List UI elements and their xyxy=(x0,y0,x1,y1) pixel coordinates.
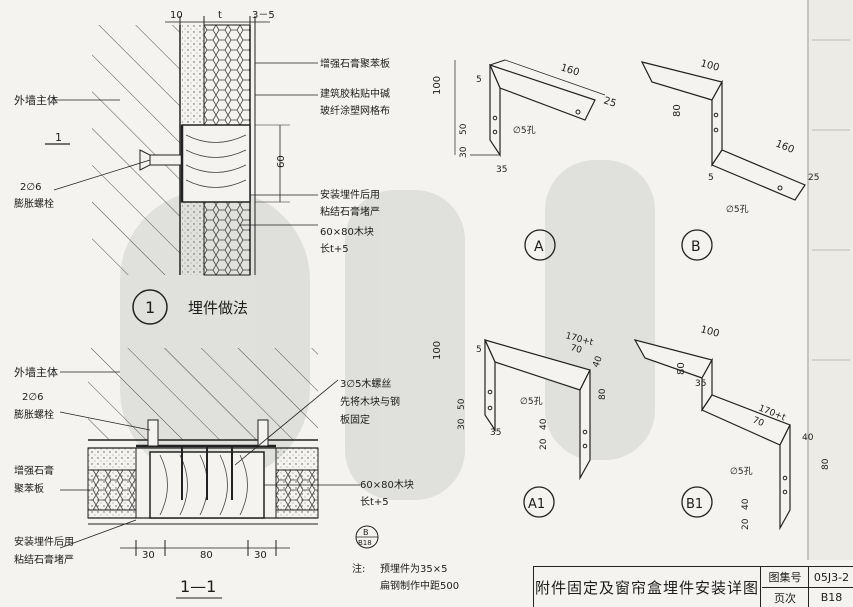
a1-dim-50: 50 xyxy=(457,398,467,410)
title-block: 附件固定及窗帘盒埋件安装详图 图集号 05J3-2 页次 B18 xyxy=(533,566,853,607)
page-number: B18 xyxy=(820,591,843,604)
b1-dim-40b: 40 xyxy=(741,498,751,510)
dim-10: 10 xyxy=(170,10,183,21)
section-1-1: 30 80 30 外墙主体 2∅6 膨胀螺栓 增强石膏 聚苯板 安装埋件后用 粘… xyxy=(14,348,459,599)
part-b-label: B xyxy=(691,239,701,255)
atlas-number: 05J3-2 xyxy=(809,567,853,588)
b-dim-160: 160 xyxy=(774,139,796,156)
page-label: 页次 xyxy=(762,588,809,607)
b1-hole: ∅5孔 xyxy=(730,466,753,477)
label-glue-2: 玻纤涂塑网格布 xyxy=(320,104,390,117)
a1-dim-20: 20 xyxy=(539,438,549,450)
a1-dim-100: 100 xyxy=(432,341,443,360)
b1-dim-20: 20 xyxy=(741,518,751,530)
label-panel-section-2: 聚苯板 xyxy=(14,482,44,495)
drawing-title: 附件固定及窗帘盒埋件安装详图 xyxy=(534,567,761,607)
label-screw-1: 3∅5木螺丝 xyxy=(340,378,391,390)
part-a1-label: A1 xyxy=(528,497,545,512)
b-dim-25: 25 xyxy=(808,173,819,183)
b-dim-100: 100 xyxy=(699,58,720,74)
foam-panel-top xyxy=(203,24,251,126)
a1-dim-35: 35 xyxy=(490,428,501,438)
a1-dim-30: 30 xyxy=(457,418,467,430)
a-hole: ∅5孔 xyxy=(513,125,536,136)
label-glue-1: 建筑胶粘贴中碱 xyxy=(320,87,390,100)
part-b1: 100 80 35 170+t 70 40 80 20 40 ∅5孔 B1 xyxy=(633,324,831,531)
dim-t: t xyxy=(218,10,222,21)
section-title: 1—1 xyxy=(180,577,216,596)
label-bolt-section-2: 膨胀螺栓 xyxy=(14,408,54,421)
foam-panel-bottom xyxy=(203,201,251,276)
label-fill-section-1: 安装埋件后用 xyxy=(14,535,74,548)
b1-dim-35: 35 xyxy=(695,379,706,389)
label-fill-section-2: 粘结石膏堵严 xyxy=(14,553,74,566)
label-bolt-1: 2∅6 xyxy=(20,182,41,193)
b1-dim-70: 70 xyxy=(751,416,766,430)
part-b: 100 80 160 25 5 ∅5孔 B xyxy=(640,58,819,261)
wall-hatch-section xyxy=(88,348,318,440)
label-block-1: 60×80木块 xyxy=(320,226,374,238)
dim-3-5: 3－5 xyxy=(252,10,275,21)
label-wall-section: 外墙主体 xyxy=(14,365,58,379)
a-dim-100: 100 xyxy=(432,76,443,95)
b-dim-80: 80 xyxy=(672,104,683,117)
detail-title: 埋件做法 xyxy=(188,299,248,317)
a1-dim-5: 5 xyxy=(476,345,482,355)
a1-dim-80: 80 xyxy=(598,388,608,400)
label-block-2: 长t+5 xyxy=(320,243,349,255)
label-bolt-section-1: 2∅6 xyxy=(22,392,43,403)
label-screw-3: 板固定 xyxy=(340,413,370,426)
label-wall: 外墙主体 xyxy=(14,93,58,107)
dim-30-right: 30 xyxy=(254,550,267,561)
b1-dim-80b: 80 xyxy=(821,458,831,470)
label-screw-2: 先将木块与钢 xyxy=(340,395,400,408)
a1-dim-70: 70 xyxy=(569,343,583,356)
b-hole: ∅5孔 xyxy=(726,204,749,215)
dim-30-left: 30 xyxy=(142,550,155,561)
label-bolt-2: 膨胀螺栓 xyxy=(14,197,54,210)
wood-block xyxy=(181,124,251,203)
label-fill-2: 粘结石膏堵严 xyxy=(320,205,380,218)
a1-dim-40b: 40 xyxy=(539,418,549,430)
ref-top: B xyxy=(363,528,369,537)
note-line-1: 预埋件为35×5 xyxy=(380,563,447,575)
detail-number: 1 xyxy=(145,298,155,317)
a-dim-25: 25 xyxy=(602,95,618,109)
dim-60: 60 xyxy=(276,155,287,168)
label-panel-section-1: 增强石膏 xyxy=(14,464,54,477)
detail-1-embedded-part: 10 t 3－5 60 1 外墙主体 增强石膏聚苯板 建筑胶粘贴中碱 玻纤涂塑网… xyxy=(14,10,390,325)
ref-bottom: B18 xyxy=(358,539,372,547)
a1-dim-40: 40 xyxy=(591,355,604,369)
a1-hole: ∅5孔 xyxy=(520,396,543,407)
detail-number-circle xyxy=(132,289,168,325)
part-a: 100 160 25 5 50 30 35 ∅5孔 A xyxy=(432,59,618,261)
b1-dim-40: 40 xyxy=(802,433,814,443)
a-dim-160: 160 xyxy=(559,62,581,78)
wall-hatch xyxy=(92,25,180,275)
label-block-section-1: 60×80木块 xyxy=(360,479,414,491)
part-b1-label: B1 xyxy=(686,497,703,512)
a-dim-50: 50 xyxy=(459,123,469,135)
b1-dim-80: 80 xyxy=(676,362,687,375)
b-dim-5: 5 xyxy=(708,173,714,183)
note-line-2: 扁钢制作中距500 xyxy=(380,579,459,592)
atlas-label: 图集号 xyxy=(762,567,809,588)
section-mark-1: 1 xyxy=(55,131,62,144)
label-fill-1: 安装埋件后用 xyxy=(320,188,380,201)
adjacent-page-edge xyxy=(807,0,853,560)
dim-80: 80 xyxy=(200,550,213,561)
a-dim-5: 5 xyxy=(476,75,482,85)
part-a-label: A xyxy=(534,239,544,255)
label-panel: 增强石膏聚苯板 xyxy=(320,57,390,70)
a-dim-30: 30 xyxy=(459,146,469,158)
a-dim-35: 35 xyxy=(496,165,507,175)
label-block-section-2: 长t+5 xyxy=(360,496,389,508)
b1-dim-100: 100 xyxy=(699,324,720,340)
note-label: 注: xyxy=(352,562,365,575)
